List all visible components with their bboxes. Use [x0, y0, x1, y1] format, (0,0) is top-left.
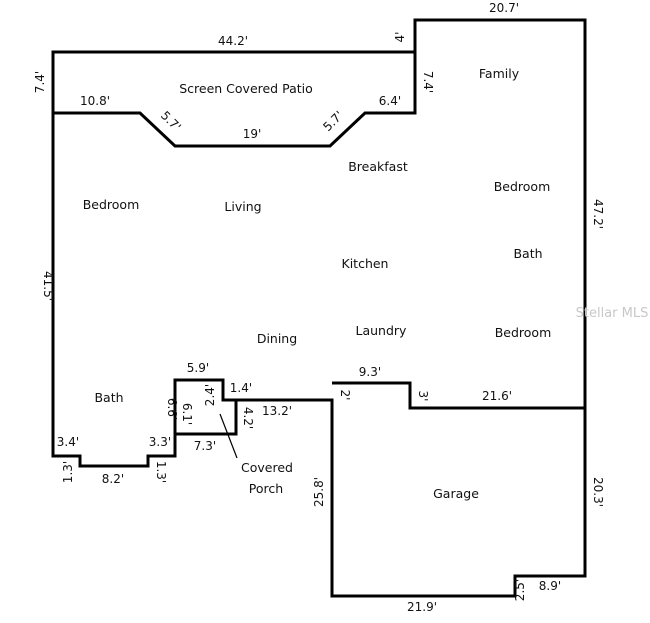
room-label-screen-patio: Screen Covered Patio [179, 81, 313, 96]
dim-bath-jog-right: 1.3' [154, 461, 168, 483]
room-label-bedroom: Bedroom [494, 179, 551, 194]
dim-left-side: 41.5' [41, 271, 55, 301]
dim-porch-inner-left: 6.1' [180, 403, 194, 425]
dim-porch-run: 13.2' [262, 404, 292, 418]
dim-bath-bottom: 8.2' [102, 472, 124, 486]
dim-garage-bottom: 21.9' [407, 600, 437, 614]
porch-pointer [219, 413, 238, 459]
room-label-bath: Bath [94, 390, 123, 405]
dim-porch-bottom: 7.3' [194, 439, 216, 453]
dim-top-family: 20.7' [489, 1, 519, 15]
dim-porch-left: 6.6' [165, 398, 179, 420]
dim-patio-top: 44.2' [218, 34, 248, 48]
watermark: Stellar MLS [576, 306, 649, 321]
dim-bath-left-b: 3.3' [149, 435, 171, 449]
porch-box [175, 400, 238, 436]
room-label-garage: Garage [433, 486, 479, 501]
dim-patio-left-run: 10.8' [80, 94, 110, 108]
room-label-laundry: Laundry [356, 323, 408, 338]
dim-porch-inner-top: 2.4' [203, 384, 217, 406]
room-label-bath: Bath [513, 246, 542, 261]
room-label-dining: Dining [257, 331, 297, 346]
dim-garage-step-right: 3' [416, 391, 430, 402]
dim-garage-jog: 2.5' [513, 579, 527, 601]
dim-bath-jog-left: 1.3' [61, 461, 75, 483]
dim-porch-step: 1.4' [230, 381, 252, 395]
dim-patio-right-run: 6.4' [379, 94, 401, 108]
dim-porch-top: 5.9' [187, 361, 209, 375]
dim-bay-bottom: 19' [243, 127, 262, 141]
room-label-bedroom: Bedroom [495, 325, 552, 340]
dim-bay-left: 5.7' [158, 108, 184, 134]
dim-garage-top: 9.3' [359, 365, 381, 379]
dim-garage-right: 20.3' [591, 477, 605, 507]
dim-garage-step-left: 2' [338, 390, 352, 401]
dim-garage-right-run: 21.6' [482, 389, 512, 403]
dim-garage-jog-run: 8.9' [539, 579, 561, 593]
patio-bay-wall [53, 52, 417, 148]
room-label-living: Living [224, 199, 261, 214]
room-label-kitchen: Kitchen [342, 256, 389, 271]
room-label-family: Family [479, 66, 520, 81]
dim-right-side: 47.2' [591, 199, 605, 229]
dim-porch-right: 4.2' [241, 407, 255, 429]
dim-bath-left-a: 3.4' [57, 435, 79, 449]
room-label-covered: Covered [241, 460, 293, 475]
dim-family-step: 4' [393, 32, 407, 43]
room-label-bedroom: Bedroom [83, 197, 140, 212]
dim-family-patio-side: 7.4' [421, 71, 435, 93]
garage-top-wall [332, 381, 585, 410]
room-label-porch: Porch [249, 481, 283, 496]
dim-left-patio: 7.4' [33, 71, 47, 93]
dim-garage-left: 25.8' [312, 477, 326, 507]
outer-wall [51, 18, 587, 598]
room-label-breakfast: Breakfast [348, 159, 408, 174]
dim-bay-right: 5.7' [320, 108, 346, 134]
